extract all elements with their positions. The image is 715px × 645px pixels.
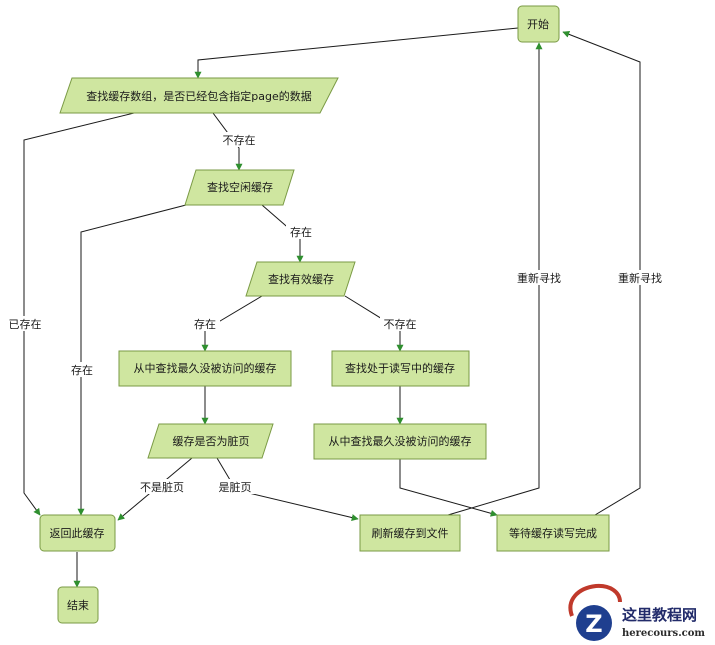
node-flush: 刷新缓存到文件 [359, 514, 461, 552]
label-is-dirty: 是脏页 [219, 481, 252, 494]
edge-find-free-to-return [77, 204, 187, 516]
node-wait-rw: 等待缓存读写完成 [496, 514, 610, 552]
edge-start-to-find-array [194, 27, 519, 79]
node-find-lru-1: 从中查找最久没被访问的缓存 [118, 350, 292, 387]
label-already-exist: 已存在 [9, 317, 42, 331]
edge-labels: 不存在 存在 存在 不存在 已存在 存在 不是脏页 是脏页 重新寻找 重新寻找 [5, 132, 667, 494]
node-is-dirty-label: 缓存是否为脏页 [173, 434, 250, 448]
node-find-valid-label: 查找有效缓存 [268, 272, 334, 286]
edge-find-array-to-find-free [212, 112, 243, 171]
label-exist-3: 存在 [71, 363, 93, 377]
node-is-dirty: 缓存是否为脏页 [147, 423, 274, 459]
node-flush-label: 刷新缓存到文件 [372, 526, 449, 540]
svg-text:Z: Z [585, 610, 602, 638]
node-find-lru-1-label: 从中查找最久没被访问的缓存 [134, 361, 277, 375]
label-not-dirty: 不是脏页 [140, 481, 184, 494]
node-return-cache: 返回此缓存 [39, 514, 116, 552]
node-find-lru-2-label: 从中查找最久没被访问的缓存 [329, 434, 472, 448]
node-start-label: 开始 [527, 17, 549, 31]
edge-lru2-to-wait [399, 459, 498, 517]
label-exist-1: 存在 [290, 225, 312, 239]
node-return-cache-label: 返回此缓存 [50, 526, 105, 540]
node-find-free: 查找空闲缓存 [184, 169, 295, 206]
label-not-exist-1: 不存在 [223, 133, 256, 147]
label-research-1: 重新寻找 [517, 271, 561, 285]
watermark-logo-icon: Z [568, 583, 622, 641]
node-find-rw-label: 查找处于读写中的缓存 [345, 361, 455, 375]
node-find-valid: 查找有效缓存 [245, 261, 356, 297]
node-start: 开始 [517, 5, 560, 43]
node-end: 结束 [57, 586, 99, 624]
label-research-2: 重新寻找 [618, 271, 662, 285]
watermark-title: 这里教程网 [622, 606, 697, 624]
node-find-array-label: 查找缓存数组，是否已经包含指定page的数据 [86, 89, 311, 103]
node-find-array: 查找缓存数组，是否已经包含指定page的数据 [59, 77, 339, 114]
node-end-label: 结束 [67, 599, 89, 612]
watermark: Z 这里教程网 herecours.com [568, 583, 705, 641]
node-find-lru-2: 从中查找最久没被访问的缓存 [313, 423, 487, 460]
edge-find-array-to-return [23, 112, 135, 516]
edge-flush-to-start [447, 42, 543, 516]
node-wait-rw-label: 等待缓存读写完成 [509, 526, 597, 540]
node-find-free-label: 查找空闲缓存 [207, 180, 273, 194]
label-exist-2: 存在 [194, 317, 216, 331]
label-not-exist-2: 不存在 [384, 317, 417, 331]
watermark-url: herecours.com [622, 628, 705, 639]
node-find-rw: 查找处于读写中的缓存 [331, 350, 470, 387]
